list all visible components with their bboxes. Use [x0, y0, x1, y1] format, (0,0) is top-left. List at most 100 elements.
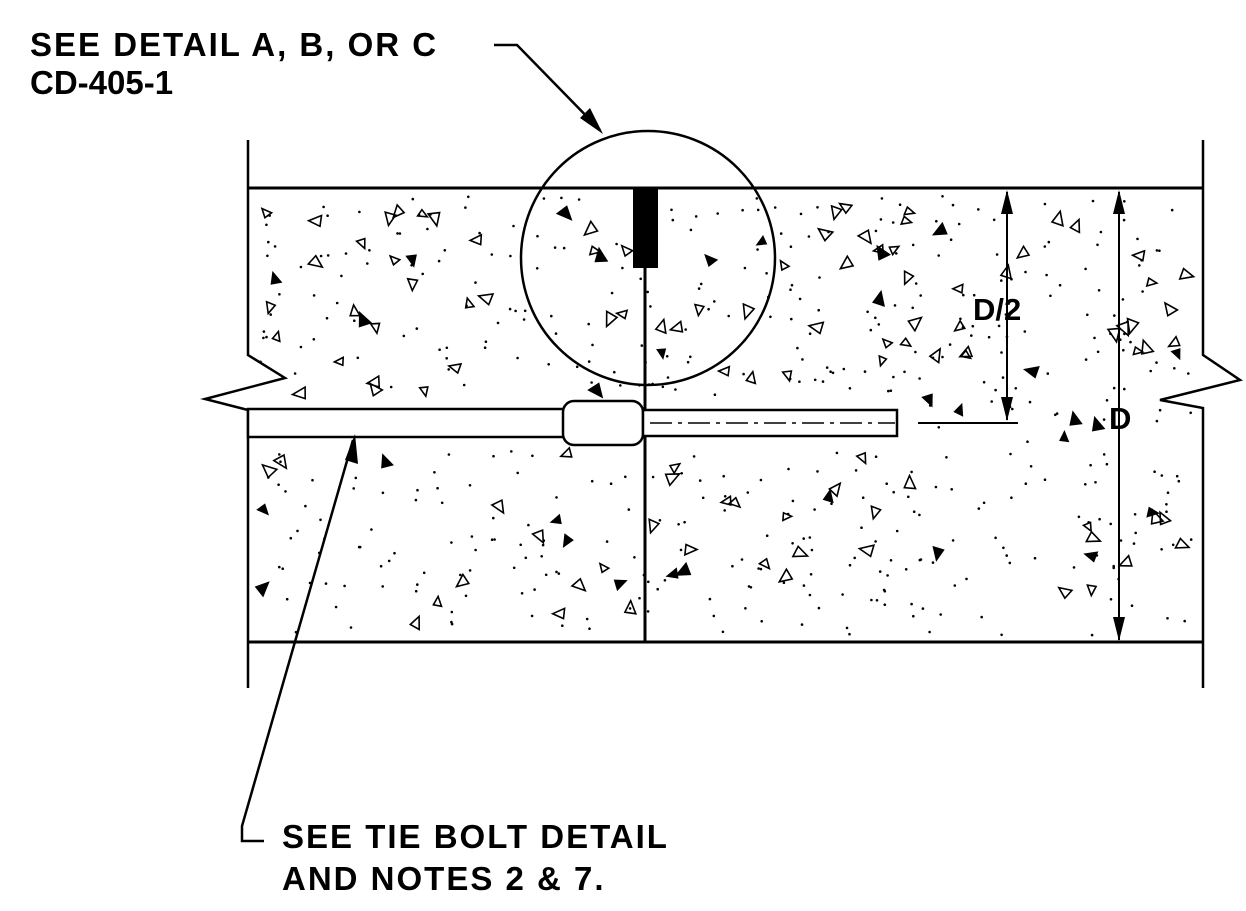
aggregate-triangle [1145, 276, 1159, 288]
aggregate-dot [825, 366, 829, 369]
aggregate-triangle [476, 293, 495, 307]
aggregate-triangle [903, 269, 915, 287]
aggregate-dot [722, 474, 725, 478]
aggregate-triangle [588, 245, 603, 256]
aggregate-triangle [1126, 317, 1140, 336]
aggregate-dot [443, 249, 447, 252]
aggregate-dot [713, 300, 716, 303]
aggregate-dot [701, 496, 705, 500]
detail-circle [519, 129, 777, 387]
aggregate-dot [516, 356, 519, 360]
aggregate-dot [358, 210, 361, 214]
aggregate-dot [1165, 503, 1168, 506]
aggregate-dot [293, 372, 297, 375]
aggregate-dot [265, 223, 268, 227]
aggregate-triangle [559, 446, 573, 458]
aggregate-dot [889, 559, 893, 562]
aggregate-dot [1153, 470, 1156, 474]
aggregate-dot [440, 501, 444, 505]
aggregate-dot [368, 249, 371, 252]
aggregate-dot [1028, 400, 1032, 404]
aggregate-triangle [719, 494, 732, 507]
aggregate-triangle [1140, 338, 1155, 355]
aggregate-dot [1189, 411, 1192, 415]
aggregate-dot [904, 568, 908, 571]
aggregate-triangle [369, 322, 381, 336]
aggregate-dot [319, 254, 323, 258]
aggregate-dot [512, 566, 516, 570]
aggregate-triangle [870, 504, 882, 521]
aggregate-dot [848, 632, 851, 636]
aggregate-triangle [1174, 537, 1191, 549]
aggregate-dot [907, 495, 910, 499]
aggregate-triangle [1081, 521, 1093, 533]
aggregate-dot [640, 344, 644, 347]
aggregate-dot [1160, 548, 1163, 551]
aggregate-dot [742, 372, 745, 376]
aggregate-dot [1000, 633, 1003, 637]
aggregate-dot [809, 573, 813, 576]
aggregate-dot [723, 495, 727, 498]
aggregate-dot [782, 581, 786, 584]
aggregate-dot [646, 610, 650, 613]
aggregate-dot [880, 197, 884, 200]
aggregate-dot [554, 332, 558, 335]
aggregate-dot [621, 266, 624, 270]
aggregate-dot [560, 196, 563, 200]
aggregate-dot [791, 499, 795, 503]
aggregate-dot [937, 254, 940, 257]
aggregate-triangle [683, 543, 699, 557]
aggregate-dot [1014, 387, 1018, 390]
aggregate-dot [1165, 510, 1168, 513]
aggregate-dot [877, 323, 881, 326]
aggregate-dot [953, 584, 957, 587]
aggregate-dot [433, 471, 436, 474]
aggregate-dot [853, 556, 856, 560]
aggregate-dot [1134, 531, 1137, 535]
aggregate-triangle [871, 289, 885, 307]
aggregate-triangle [261, 463, 279, 479]
aggregate-dot [464, 206, 467, 209]
aggregate-dot [289, 536, 293, 540]
aggregate-dot [1105, 399, 1109, 402]
aggregate-triangle [668, 320, 684, 333]
aggregate-dot [951, 539, 955, 542]
aggregate-dot [415, 327, 419, 330]
aggregate-dot [818, 276, 821, 279]
aggregate-dot [765, 272, 768, 275]
aggregate-dot [1138, 264, 1141, 267]
aggregate-dot [892, 490, 895, 494]
aggregate-triangle [838, 254, 855, 270]
aggregate-dot [278, 565, 281, 569]
aggregate-triangle [418, 385, 429, 399]
full-depth-arrow-bottom [1113, 617, 1125, 641]
aggregate-dot [919, 294, 922, 297]
aggregate-triangle [349, 303, 362, 317]
aggregate-dot [450, 610, 454, 614]
aggregate-dot [731, 564, 734, 568]
aggregate-dot [935, 219, 938, 223]
aggregate-triangle [693, 303, 706, 318]
aggregate-dot [1096, 350, 1100, 354]
aggregate-triangle [531, 528, 545, 545]
aggregate-dot [889, 389, 893, 393]
aggregate-dot [848, 387, 852, 390]
detail-leader-line [494, 43, 601, 131]
aggregate-dot [773, 206, 777, 209]
aggregate-triangle [1057, 586, 1074, 600]
aggregate-dot [357, 545, 361, 549]
aggregate-dot [627, 508, 631, 511]
aggregate-dot [1133, 513, 1137, 516]
aggregate-dot [903, 370, 906, 374]
aggregate-triangle [654, 317, 667, 335]
aggregate-dot [740, 558, 744, 561]
aggregate-dot [1098, 517, 1101, 521]
aggregate-dot [524, 556, 528, 560]
aggregate-dot [829, 370, 832, 374]
aggregate-triangle [550, 607, 566, 620]
aggregate-triangle [598, 562, 611, 574]
aggregate-dot [411, 197, 415, 201]
aggregate-dot [799, 212, 803, 216]
aggregate-dot [1029, 465, 1033, 468]
aggregate-dot [605, 540, 609, 543]
